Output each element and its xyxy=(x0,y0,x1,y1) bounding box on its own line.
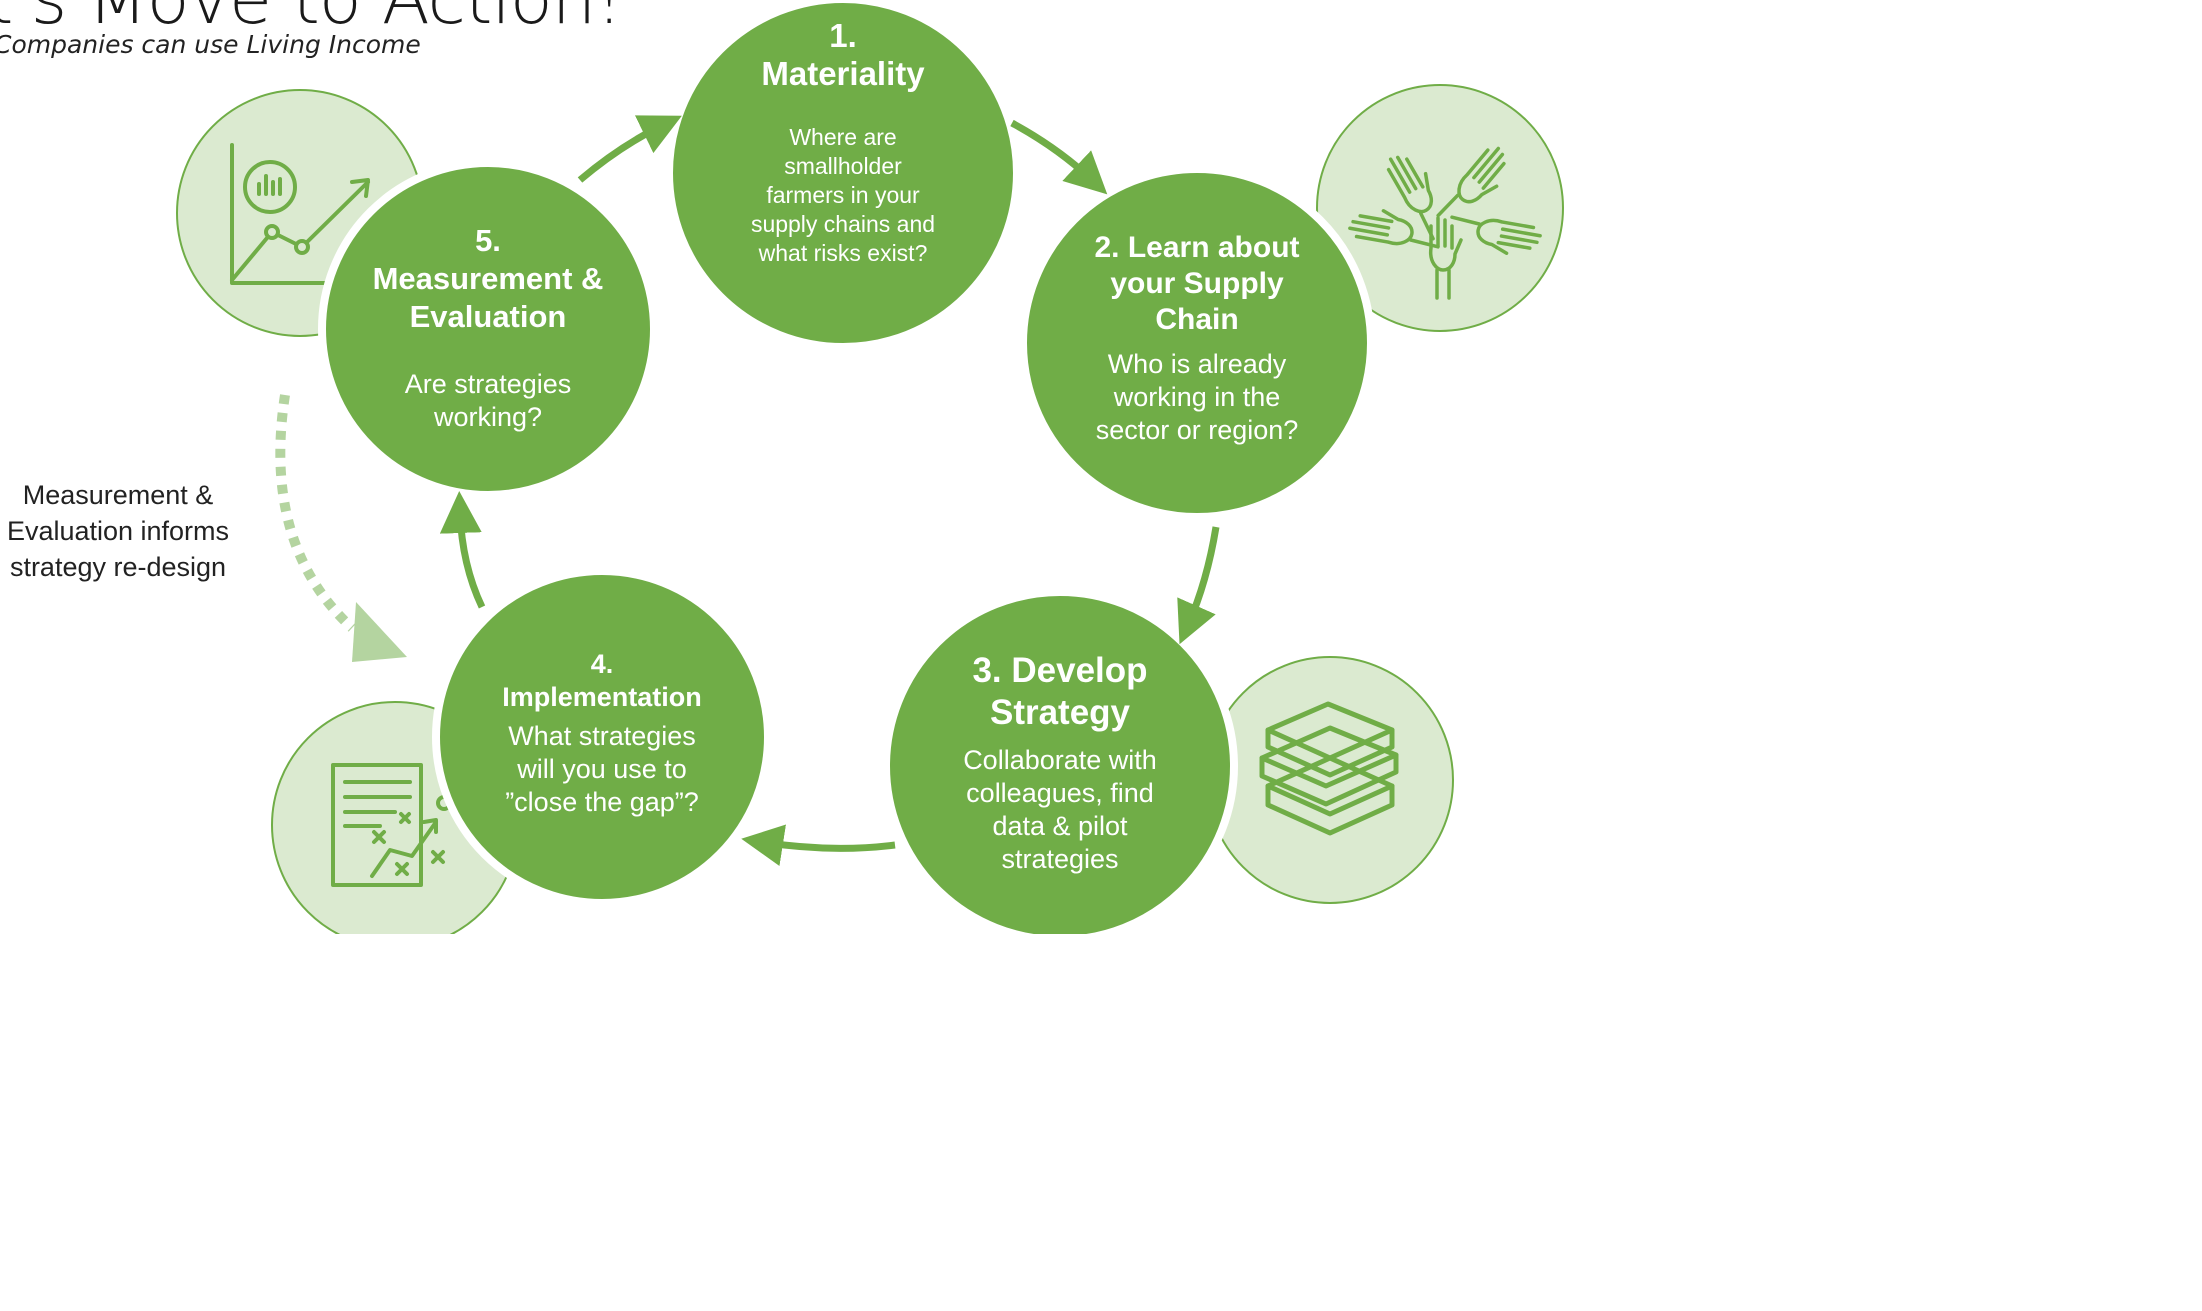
stage-5-title: Measurement & Evaluation xyxy=(372,261,604,334)
stage-3-description: Collaborate with colleagues, find data &… xyxy=(963,745,1157,874)
stage-3-text: 3. Develop Strategy Collaborate with col… xyxy=(940,650,1180,876)
stage-1-number: 1. xyxy=(829,17,857,54)
hands-teamwork-icon xyxy=(1348,146,1542,300)
feedback-note: Measurement & Evaluation informs strateg… xyxy=(6,480,230,582)
stage-5-number: 5. xyxy=(475,223,501,258)
stage-1-title: Materiality xyxy=(761,55,925,92)
stage-circle-5 xyxy=(318,159,658,499)
diagram-canvas xyxy=(176,0,1564,934)
stage-4-description: What strategies will you use to ”close t… xyxy=(505,721,699,817)
stage-4-text: 4. Implementation What strategies will y… xyxy=(487,648,717,819)
stage-5-text: 5. Measurement & Evaluation Are strategi… xyxy=(368,222,608,434)
stage-1-text: 1. Materiality Where are smallholder far… xyxy=(733,18,953,268)
stage-circle-4 xyxy=(432,567,772,907)
strategy-plan-icon xyxy=(331,763,452,887)
feedback-arrowhead xyxy=(352,602,407,662)
stage-circle-3 xyxy=(882,588,1238,934)
stage-2-description: Who is already working in the sector or … xyxy=(1095,349,1299,445)
icon-circle-books xyxy=(1206,656,1454,904)
arrow-1-to-2 xyxy=(1010,119,1108,195)
stage-4-number: 4. xyxy=(590,649,614,679)
stage-2-title: 2. Learn about your Supply Chain xyxy=(1094,231,1300,336)
stage-3-title: 3. Develop Strategy xyxy=(972,651,1148,732)
stage-1-description: Where are smallholder farmers in your su… xyxy=(750,124,936,266)
chart-growth-icon xyxy=(230,143,370,285)
living-income-cycle-diagram: t's Move to Action! Companies can use Li… xyxy=(0,0,1564,934)
stage-4-title: Implementation xyxy=(502,682,702,712)
books-stack-icon xyxy=(1259,701,1399,836)
arrow-5-to-1 xyxy=(577,115,682,183)
stage-2-text: 2. Learn about your Supply Chain Who is … xyxy=(1072,230,1322,447)
stage-5-description: Are strategies working? xyxy=(404,369,572,432)
arrow-3-to-4 xyxy=(741,824,896,867)
stage-circle-2 xyxy=(1019,165,1375,521)
icon-circle-hands xyxy=(1316,84,1564,332)
arrow-2-to-3 xyxy=(1177,526,1220,645)
feedback-dotted-arrow xyxy=(275,394,356,632)
stage-circle-1 xyxy=(665,0,1021,351)
arrow-4-to-5 xyxy=(439,491,486,609)
page-title: t's Move to Action! xyxy=(0,0,623,40)
page-subtitle: Companies can use Living Income xyxy=(0,30,421,59)
